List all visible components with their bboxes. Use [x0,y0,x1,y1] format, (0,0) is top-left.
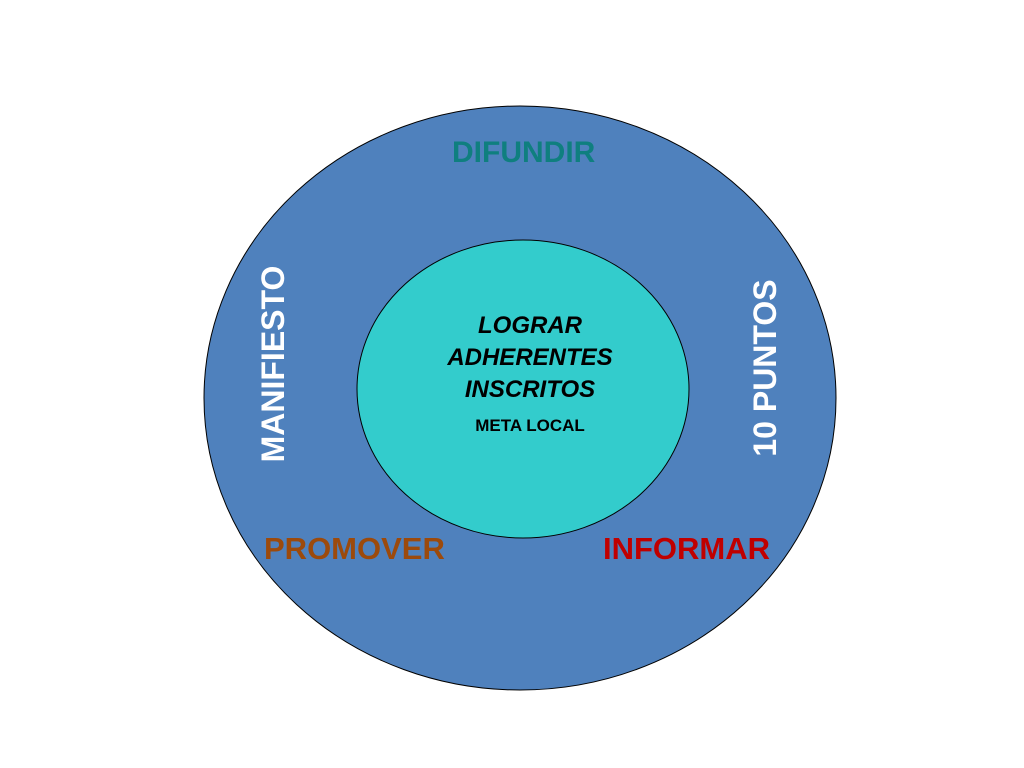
center-goal-block: LOGRAR ADHERENTES INSCRITOS META LOCAL [420,310,640,436]
promover-label: PROMOVER [264,531,445,566]
informar-label: INFORMAR [603,531,771,566]
goal-line-lograr: LOGRAR [478,312,582,339]
meta-local-label: META LOCAL [475,416,585,435]
inner-circle [356,239,690,539]
goal-line-inscritos: INSCRITOS [464,376,596,403]
goal-line-adherentes: ADHERENTES [447,344,613,371]
difundir-label: DIFUNDIR [452,136,596,169]
manifiesto-label: MANIFIESTO [255,265,291,463]
puntos-label: 10 PUNTOS [747,279,783,457]
